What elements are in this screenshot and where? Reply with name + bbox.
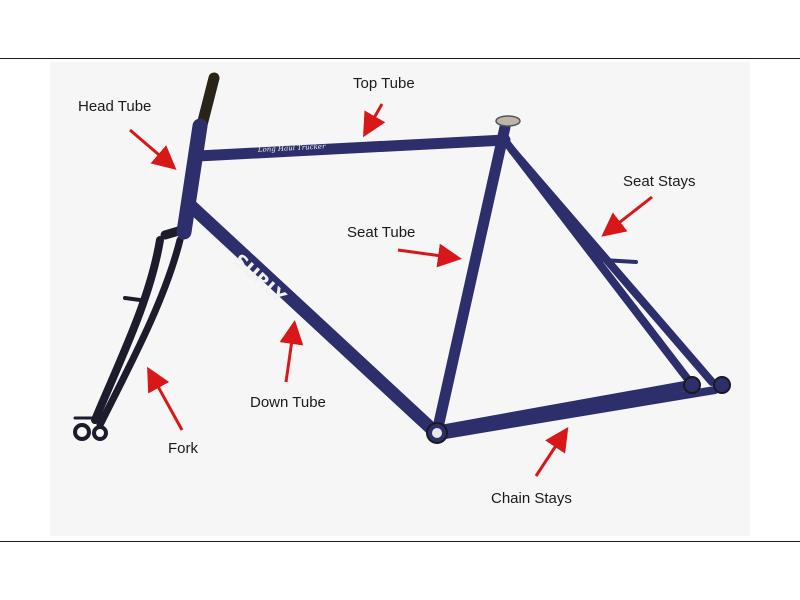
top-tube xyxy=(192,134,511,162)
frame xyxy=(176,118,719,439)
down-tube xyxy=(183,198,442,439)
seat-tube-label: Seat Tube xyxy=(347,224,416,241)
seat-tube-arrow xyxy=(397,243,462,268)
fork-arrow xyxy=(147,366,184,431)
brake-bridge xyxy=(601,258,638,264)
rear-dropout-right xyxy=(713,376,731,394)
arrows xyxy=(129,103,653,477)
seat-stays-label: Seat Stays xyxy=(623,173,696,190)
down-tube-arrow xyxy=(279,320,304,383)
rear-dropout-left xyxy=(683,376,701,394)
head-tube xyxy=(176,118,208,240)
chain-stays-arrow xyxy=(534,426,569,477)
seat-collar xyxy=(495,115,521,127)
top-divider-line xyxy=(0,58,800,59)
bottom-bracket-shell xyxy=(432,428,442,438)
chain-stays-label: Chain Stays xyxy=(491,490,572,507)
down-tube-label: Down Tube xyxy=(250,394,326,411)
seat-tube xyxy=(431,121,511,438)
frame-decal-brand: SURLY xyxy=(229,250,291,309)
top-tube-arrow xyxy=(363,103,386,138)
chain-stay xyxy=(435,380,695,435)
head-tube-arrow xyxy=(129,128,177,170)
head-tube-label: Head Tube xyxy=(78,98,152,115)
steerer-tube xyxy=(196,72,220,131)
bottom-divider-line xyxy=(0,541,800,542)
fork-label: Fork xyxy=(168,440,198,457)
chain-stay-rear xyxy=(441,386,719,439)
seat-stay-rear xyxy=(508,146,716,386)
frame-decal-model: Long Haul Trucker xyxy=(257,142,326,154)
seat-stays-arrow xyxy=(601,195,653,237)
top-tube-label: Top Tube xyxy=(353,75,415,92)
fork xyxy=(73,225,187,441)
